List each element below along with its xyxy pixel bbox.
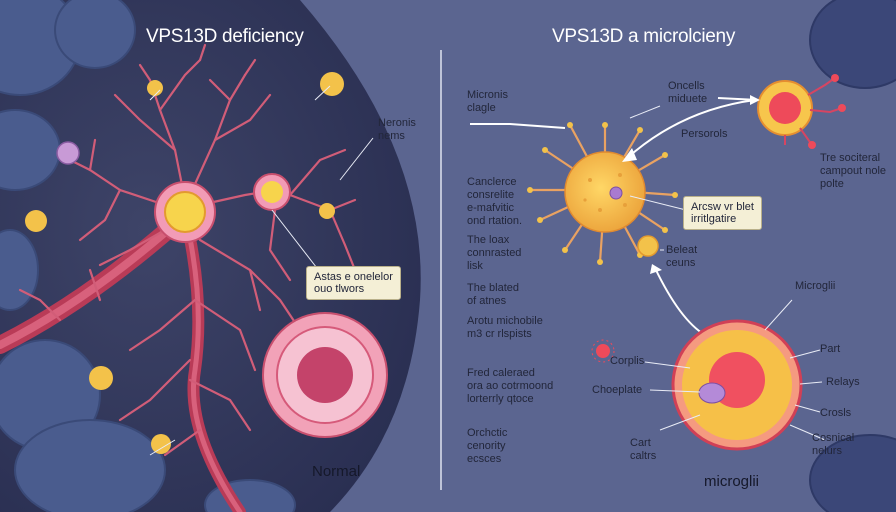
label-bloated: The blated of atnes	[467, 282, 519, 307]
blood-vessel	[0, 206, 246, 512]
label-loss: The loax connrasted lisk	[467, 234, 522, 272]
label-orchotic: Orchctic cenority ecsces	[467, 427, 508, 465]
label-arcus: Arotu michobile m3 cr rlspists	[467, 315, 543, 340]
microglia-cell	[671, 319, 803, 451]
red-burst	[591, 339, 615, 363]
bleat-particle	[637, 235, 659, 257]
secondary-neuron	[253, 173, 291, 211]
label-cosnical: Cosnical nelurs	[812, 432, 855, 457]
microglia-body	[564, 151, 646, 233]
right-bottom-label: microglii	[704, 473, 760, 490]
label-crosls: Crosls	[820, 407, 852, 419]
microglia-texture	[583, 173, 627, 212]
microglia-process-tips	[527, 122, 678, 265]
normal-cell	[262, 312, 388, 438]
neuron-soma	[154, 181, 216, 243]
label-corplis: Corplis	[610, 355, 645, 367]
label-neurons: Neronis nems	[378, 117, 416, 142]
right-callout: Arcsw vr blet irritlgatire	[683, 196, 762, 230]
left-pointer-lines	[149, 85, 374, 456]
oncell	[757, 80, 813, 136]
label-oncell: Oncells miduete	[668, 80, 708, 105]
left-callout: Astas e onelelor ouo tlwors	[306, 266, 401, 300]
arrow-heads	[622, 95, 760, 274]
label-freed: Fred caleraed ora ao cotrmoond lorterrly…	[467, 367, 554, 405]
label-sociteral: Tre sociteral campout nole polte	[820, 152, 887, 190]
label-microgli: Microglii	[795, 280, 836, 292]
oncell-tips	[808, 74, 846, 149]
left-title: VPS13D deficiency	[146, 26, 304, 47]
label-part: Part	[820, 343, 841, 355]
label-beleat: Beleat ceuns	[666, 244, 698, 269]
label-choeplate: Choeplate	[592, 384, 643, 396]
left-edge-cells	[0, 0, 296, 512]
vesicle	[609, 186, 623, 200]
right-title: VPS13D a microlcieny	[552, 26, 736, 47]
label-cancerous: Canclerce consrelite e-mafvitic ond rtat…	[467, 176, 523, 227]
label-relays: Relays	[826, 376, 860, 388]
label-cart: Cart caltrs	[630, 437, 657, 462]
left-bottom-label: Normal	[312, 463, 361, 480]
right-pointer-lines	[629, 105, 826, 441]
label-persorols: Persorols	[681, 128, 728, 140]
right-edge-cells	[809, 0, 896, 512]
label-microglia-top: Micronis clagle	[467, 89, 508, 114]
